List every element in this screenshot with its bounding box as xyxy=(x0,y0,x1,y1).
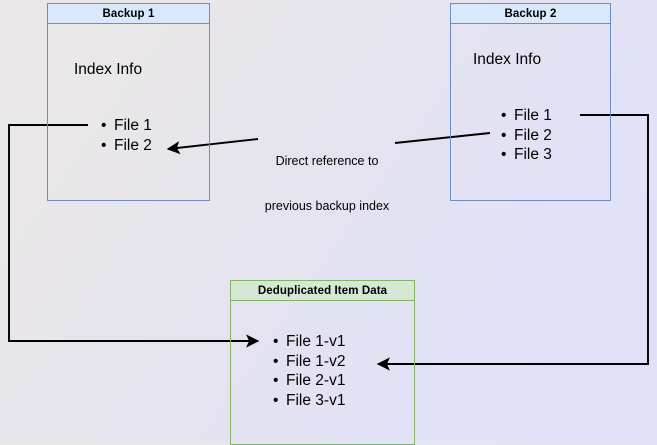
node-dedup-header-label: Deduplicated Item Data xyxy=(257,284,388,297)
node-backup1-item-list: File 1 File 2 xyxy=(100,116,152,155)
node-backup2-item-list: File 1 File 2 File 3 xyxy=(500,106,552,165)
list-item: File 1 xyxy=(501,106,552,126)
node-backup2-section-label: Index Info xyxy=(473,51,542,68)
node-backup1-header: Backup 1 xyxy=(47,3,210,24)
node-backup1-section-label: Index Info xyxy=(74,61,143,78)
list-item: File 2 xyxy=(501,126,552,146)
node-backup2-header-label: Backup 2 xyxy=(504,7,557,20)
list-item: File 1-v2 xyxy=(273,352,346,372)
node-backup2-header: Backup 2 xyxy=(450,3,611,24)
list-item: File 2 xyxy=(101,136,152,156)
node-dedup-header: Deduplicated Item Data xyxy=(230,280,415,301)
node-backup2-body xyxy=(450,3,611,201)
list-item: File 2-v1 xyxy=(273,371,346,391)
list-item: File 1 xyxy=(101,116,152,136)
edge-label-line-1: Direct reference to xyxy=(275,154,379,168)
node-backup1-header-label: Backup 1 xyxy=(102,7,155,20)
node-backup1-body xyxy=(47,3,210,201)
edge-label-line-2: previous backup index xyxy=(264,199,390,213)
list-item: File 3 xyxy=(501,145,552,165)
list-item: File 3-v1 xyxy=(273,391,346,411)
node-dedup-item-list: File 1-v1 File 1-v2 File 2-v1 File 3-v1 xyxy=(272,332,346,411)
edge-label-direct-reference: Direct reference to previous backup inde… xyxy=(246,124,408,244)
list-item: File 1-v1 xyxy=(273,332,346,352)
